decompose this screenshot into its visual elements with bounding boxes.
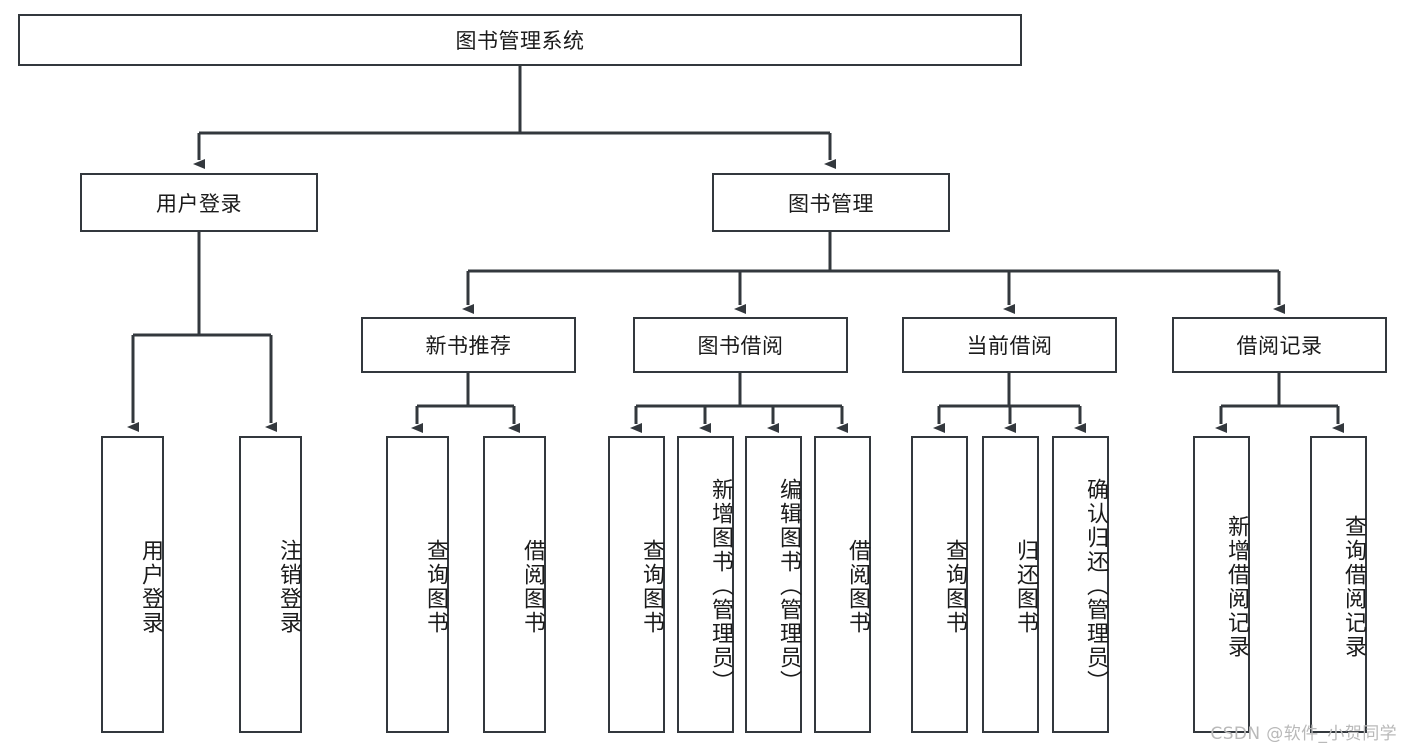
node-leaf-logout[interactable]: 注销登录 [239, 436, 302, 733]
watermark: CSDN @软件_小贺同学 [1210, 724, 1397, 744]
node-leaf-borrow-book-label: 借阅图书 [845, 538, 870, 635]
node-leaf-add-book-label: 新增图书（管理员） [708, 477, 733, 694]
node-leaf-query-book-recommend-label: 查询图书 [423, 538, 448, 635]
node-leaf-edit-book-label: 编辑图书（管理员） [776, 477, 801, 694]
node-leaf-logout-label: 注销登录 [276, 538, 301, 635]
node-book-borrow[interactable]: 图书借阅 [633, 317, 848, 373]
node-leaf-user-login[interactable]: 用户登录 [101, 436, 164, 733]
node-root[interactable]: 图书管理系统 [18, 14, 1022, 66]
node-leaf-query-book-borrow[interactable]: 查询图书 [608, 436, 665, 733]
node-leaf-user-login-label: 用户登录 [138, 538, 163, 635]
node-leaf-query-book-recommend[interactable]: 查询图书 [386, 436, 449, 733]
node-leaf-add-book[interactable]: 新增图书（管理员） [677, 436, 734, 733]
node-leaf-query-book-current[interactable]: 查询图书 [911, 436, 968, 733]
node-leaf-return-book-label: 归还图书 [1013, 538, 1038, 635]
node-borrow-record-label: 借阅记录 [1236, 334, 1323, 358]
node-leaf-query-borrow-record-label: 查询借阅记录 [1341, 514, 1366, 659]
node-book-management-label: 图书管理 [788, 191, 874, 216]
node-book-management[interactable]: 图书管理 [712, 173, 950, 232]
node-book-borrow-label: 图书借阅 [697, 334, 784, 358]
node-borrow-record[interactable]: 借阅记录 [1172, 317, 1387, 373]
node-leaf-confirm-return-label: 确认归还（管理员） [1083, 477, 1108, 694]
node-user-login-label: 用户登录 [156, 191, 242, 216]
node-leaf-add-borrow-record[interactable]: 新增借阅记录 [1193, 436, 1250, 733]
node-root-label: 图书管理系统 [455, 29, 585, 53]
node-leaf-borrow-book-recommend[interactable]: 借阅图书 [483, 436, 546, 733]
node-current-borrow-label: 当前借阅 [966, 334, 1053, 358]
node-leaf-confirm-return[interactable]: 确认归还（管理员） [1052, 436, 1109, 733]
node-new-book-recommend[interactable]: 新书推荐 [361, 317, 576, 373]
node-leaf-query-book-borrow-label: 查询图书 [639, 538, 664, 635]
node-leaf-borrow-book[interactable]: 借阅图书 [814, 436, 871, 733]
node-user-login[interactable]: 用户登录 [80, 173, 318, 232]
node-leaf-return-book[interactable]: 归还图书 [982, 436, 1039, 733]
node-leaf-query-borrow-record[interactable]: 查询借阅记录 [1310, 436, 1367, 733]
node-new-book-recommend-label: 新书推荐 [425, 334, 512, 358]
node-leaf-add-borrow-record-label: 新增借阅记录 [1224, 514, 1249, 659]
node-current-borrow[interactable]: 当前借阅 [902, 317, 1117, 373]
node-leaf-edit-book[interactable]: 编辑图书（管理员） [745, 436, 802, 733]
node-leaf-query-book-current-label: 查询图书 [942, 538, 967, 635]
node-leaf-borrow-book-recommend-label: 借阅图书 [520, 538, 545, 635]
